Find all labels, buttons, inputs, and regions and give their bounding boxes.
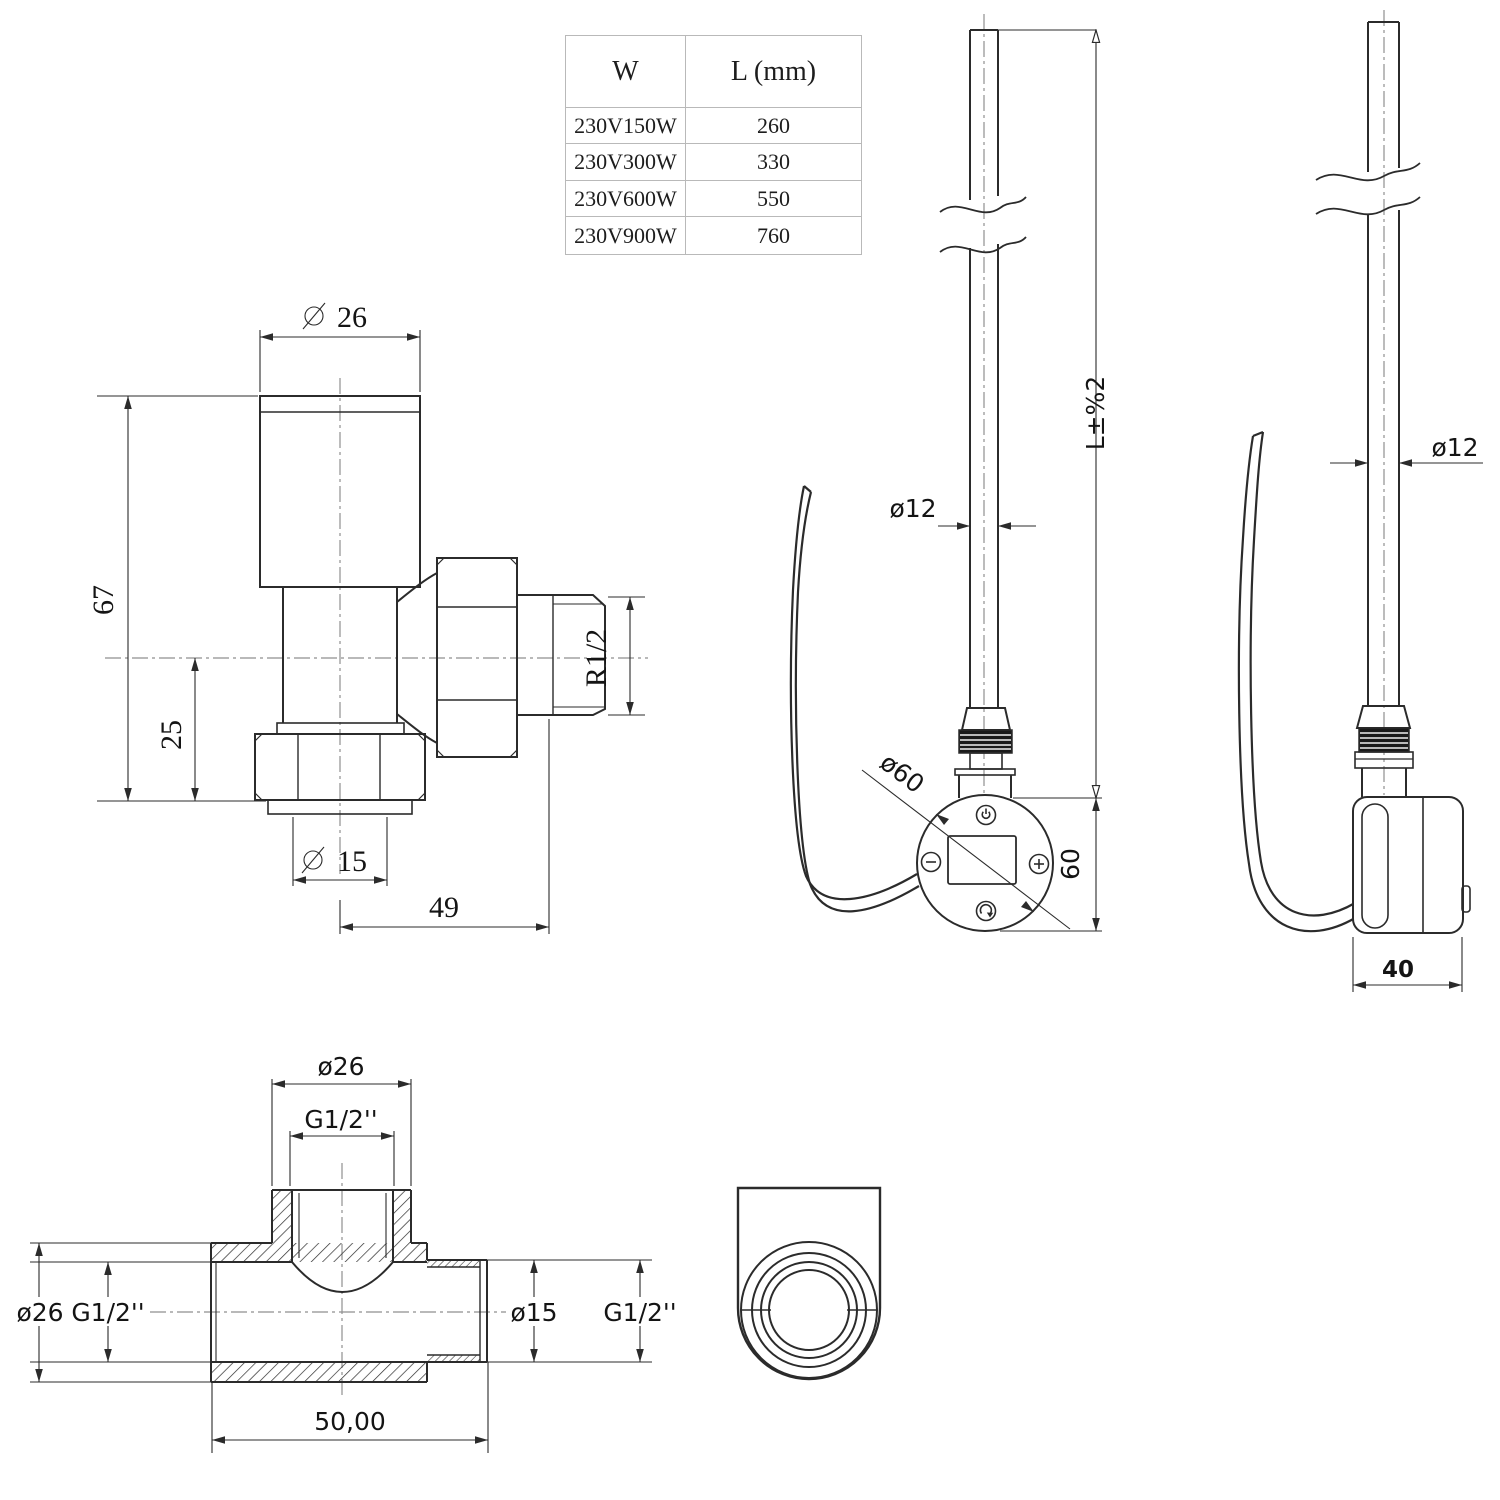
dim-label-cap-diameter: 26 (337, 301, 367, 334)
plus-icon (1034, 859, 1044, 869)
break-line (1315, 162, 1421, 182)
tee-bore-dome (291, 1261, 394, 1293)
tee-section-view (16, 1079, 684, 1453)
col-header-l: L (mm) (686, 36, 861, 108)
thermostat-body-side (1352, 796, 1464, 934)
dim-label-top-outer: ø26 (317, 1052, 364, 1081)
minus-button (920, 851, 942, 873)
thermostat-display (947, 835, 1017, 885)
dim-label-thread: R1/2 (580, 629, 613, 687)
power-icon (981, 808, 991, 820)
table-cell-l-3: 760 (757, 222, 790, 248)
rotate-icon (979, 903, 994, 918)
heating-element-front-view (789, 14, 1102, 932)
table-cell-w-1: 230V300W (566, 144, 686, 181)
table-cell-w-2: 230V600W (566, 181, 686, 217)
valve-outlet-thread (517, 594, 606, 716)
dim-label-body-diameter: ø60 (875, 747, 930, 799)
table-cell-l-2: 550 (686, 181, 861, 217)
valve-cap (259, 395, 421, 588)
cable-gland-nub (1461, 885, 1471, 913)
valve-front-view (97, 302, 648, 934)
break-line (1315, 196, 1421, 216)
mode-button (975, 900, 997, 922)
table-cell-l-1: 330 (686, 144, 861, 181)
table-cell-w-3: 230V900W (566, 217, 686, 254)
dim-label-left-outer: ø26 (16, 1298, 63, 1327)
table-cell-w-0: 230V150W (566, 108, 686, 144)
dim-label-height: 67 (87, 585, 120, 615)
break-line (939, 196, 1027, 214)
dim-label-length: 49 (429, 891, 459, 924)
power-cable-side (1237, 430, 1356, 933)
break-line (939, 236, 1027, 254)
tee-end-view (736, 1186, 882, 1381)
power-cable (789, 485, 920, 913)
dim-label-right-diameter: ø15 (510, 1298, 557, 1327)
dim-label-body-height: 60 (1056, 848, 1085, 880)
dim-line-body-diameter (861, 769, 1071, 930)
dim-label-top-thread: G1/2'' (304, 1105, 377, 1134)
element-thread-side (1358, 727, 1410, 753)
heating-element-side-view (1237, 10, 1483, 992)
dim-label-left-thread: G1/2'' (71, 1298, 144, 1327)
thermostat-body (916, 794, 1054, 932)
plus-button (1028, 853, 1050, 875)
dim-label-tail-diameter: 15 (337, 845, 367, 878)
diameter-symbol-cap (302, 302, 326, 330)
col-header-w: W (566, 36, 686, 108)
body-side-slot (1361, 803, 1389, 929)
dim-label-element-length: L±%2 (1081, 376, 1110, 451)
dim-label-rod-diameter-front: ø12 (889, 494, 936, 523)
dim-label-body-width: 40 (1382, 957, 1414, 983)
dim-label-rod-diameter-side: ø12 (1431, 433, 1478, 462)
spec-table: W L (mm) 230V150W 260 230V300W 330 230V6… (565, 35, 862, 255)
dim-label-tee-length: 50,00 (314, 1407, 386, 1436)
table-cell-l-0: 260 (686, 108, 861, 144)
power-button (975, 804, 997, 826)
dim-label-lower-height: 25 (155, 720, 188, 750)
diameter-symbol-tail (301, 846, 325, 874)
valve-union-nut (436, 557, 518, 758)
element-thread (958, 729, 1013, 754)
dim-label-right-thread: G1/2'' (603, 1298, 676, 1327)
